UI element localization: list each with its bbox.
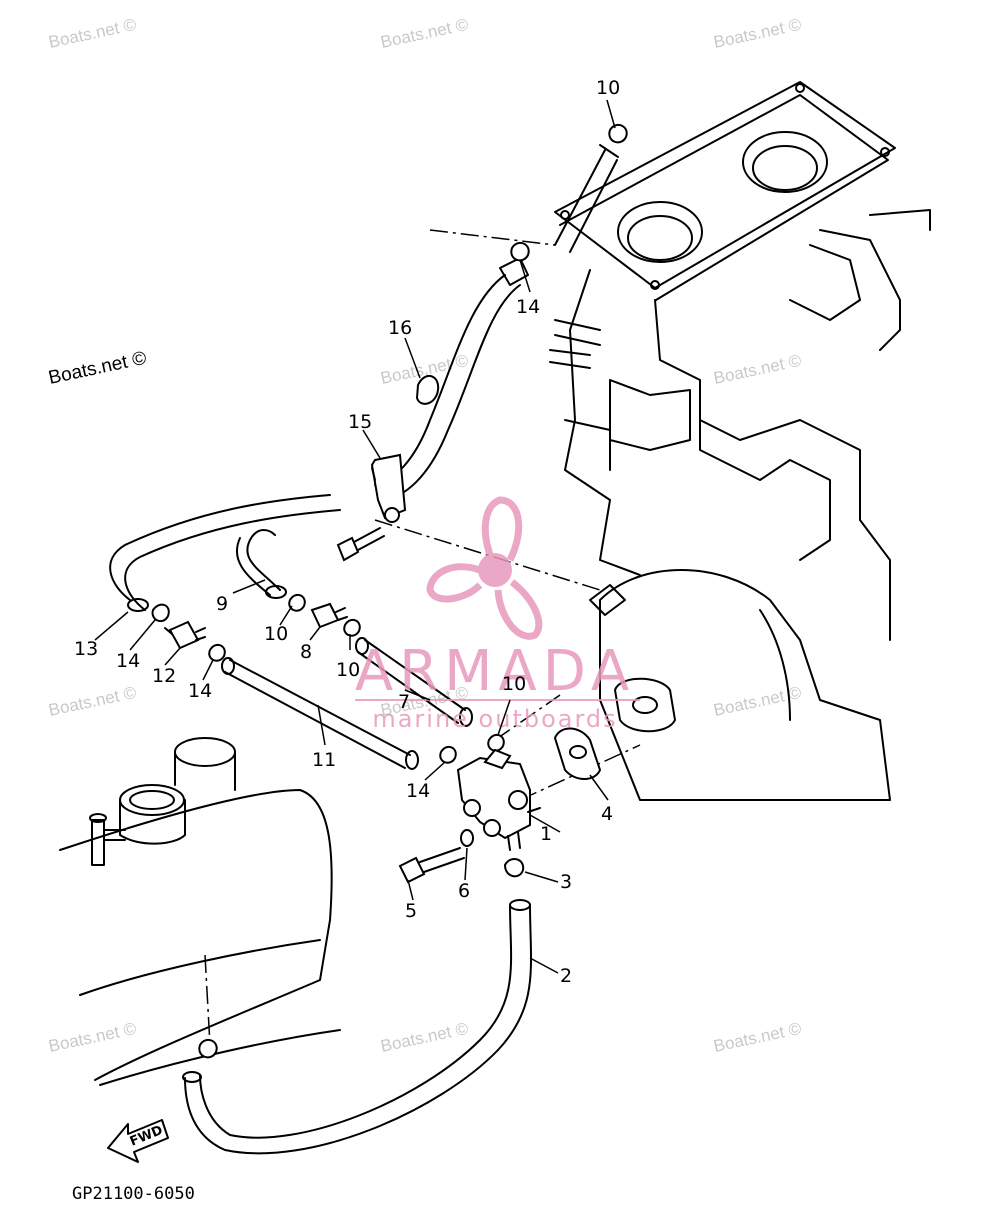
logo-name: ARMADA [355, 639, 635, 704]
small-parts [151, 123, 628, 1059]
armada-logo: ARMADA marine outboards [355, 496, 640, 733]
callout-11: 11 [312, 749, 336, 771]
watermark: Boats.net © [712, 15, 804, 52]
callout-7: 7 [398, 691, 410, 713]
callout-10-mid: 10 [264, 623, 288, 645]
watermark: Boats.net © [47, 15, 139, 52]
callout-14-mid: 14 [188, 680, 212, 702]
watermark: Boats.net © [47, 348, 149, 389]
watermark: Boats.net © [379, 1019, 471, 1056]
callout-6: 6 [458, 880, 470, 902]
callout-2: 2 [560, 965, 572, 987]
engine-block [549, 81, 931, 801]
callouts: 1 2 3 4 5 6 7 8 9 10 10 10 10 11 12 13 1… [74, 77, 620, 987]
leader-lines [94, 99, 616, 974]
watermark: Boats.net © [712, 1019, 804, 1056]
callout-16: 16 [388, 317, 412, 339]
fwd-arrow-icon: FWD [107, 1119, 169, 1163]
callout-3: 3 [560, 871, 572, 893]
callout-10-right: 10 [502, 673, 526, 695]
logo-tagline: marine outboards [372, 705, 617, 733]
watermark: Boats.net © [712, 351, 804, 388]
callout-5: 5 [405, 900, 417, 922]
watermark: Boats.net © [379, 15, 471, 52]
callout-1: 1 [540, 823, 552, 845]
callout-13: 13 [74, 638, 98, 660]
callout-9: 9 [216, 593, 228, 615]
fuel-tank [59, 737, 341, 1086]
watermark: Boats.net © [47, 683, 139, 720]
callout-4: 4 [601, 803, 613, 825]
watermarks: Boats.net © Boats.net © Boats.net © Boat… [47, 15, 804, 1056]
callout-14-top: 14 [516, 296, 540, 318]
callout-10-top: 10 [596, 77, 620, 99]
propeller-logo-icon [426, 496, 543, 640]
watermark: Boats.net © [47, 1019, 139, 1056]
hoses [109, 144, 619, 1155]
callout-15: 15 [348, 411, 372, 433]
callout-14-pump: 14 [406, 780, 430, 802]
callout-14-left: 14 [116, 650, 140, 672]
diagram-code: GP21100-6050 [72, 1184, 195, 1204]
callout-10-center: 10 [336, 659, 360, 681]
callout-12: 12 [152, 665, 176, 687]
callout-8: 8 [300, 641, 312, 663]
